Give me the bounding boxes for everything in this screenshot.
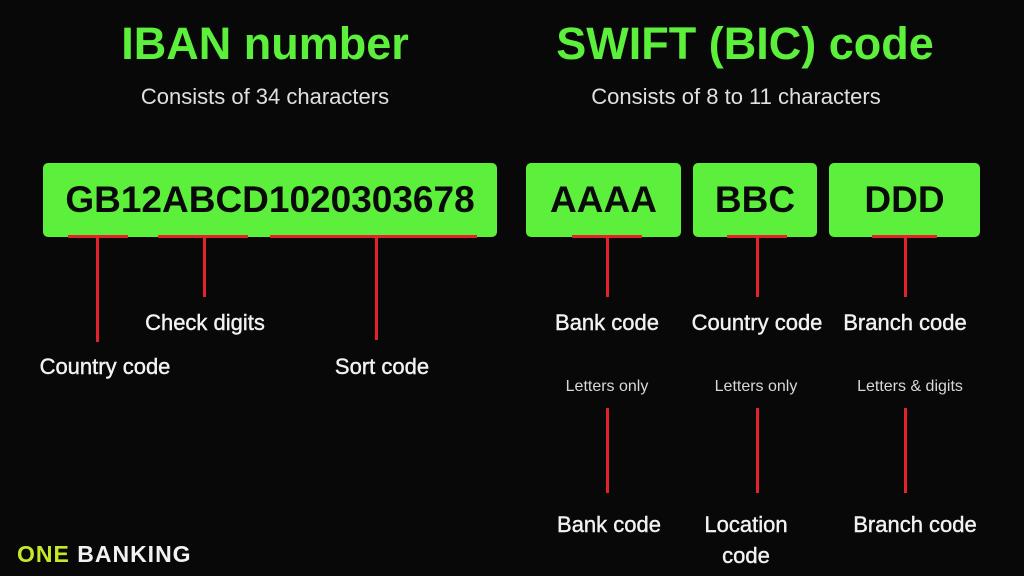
check-digits-connector [203,237,206,297]
branch-code-bottom-label: Branch code [853,512,977,537]
sort-code-underline [270,235,477,238]
branch-code-value: DDD [864,179,945,220]
branch-code-label: Branch code [843,310,967,335]
check-digits-underline [158,235,248,238]
iban-title: IBAN number [121,18,409,69]
logo-banking: BANKING [77,541,192,567]
bank-code-box: AAAA [526,163,681,237]
iban-code-box: GB12ABCD1020303678 [43,163,497,237]
iban-subtitle: Consists of 34 characters [140,84,390,109]
country-connector-bottom [756,408,759,493]
bank-code-bottom-label: Bank code [557,512,661,537]
iban-code: GB12ABCD1020303678 [65,179,475,220]
bank-code-value: AAAA [550,179,657,220]
location-code-label: Location code [704,512,788,568]
check-digits-label: Check digits [145,310,265,335]
country-code-label: Country code [39,354,171,379]
sort-code-connector [375,237,378,340]
country-code-value: BBC [714,179,796,220]
bank-code-label: Bank code [555,310,659,335]
swift-title: SWIFT (BIC) code [556,18,934,69]
branch-connector-top [904,237,907,297]
branch-code-note: Letters & digits [857,378,963,395]
branch-underline [872,235,937,238]
country-code-connector [96,237,99,342]
sort-code-label: Sort code [334,354,430,379]
country-code-note: Letters only [714,378,798,395]
branch-code-box: DDD [829,163,980,237]
bank-connector-bottom [606,408,609,493]
bank-code-note: Letters only [565,378,649,395]
swift-subtitle: Consists of 8 to 11 characters [591,84,881,109]
bank-connector-top [606,237,609,297]
bank-underline [572,235,642,238]
country-underline [727,235,787,238]
country-code-box: BBC [693,163,817,237]
country-connector-top [756,237,759,297]
one-banking-logo: ONE BANKING [17,541,192,568]
logo-one: ONE [17,541,70,567]
country-code-underline [68,235,128,238]
country-code-label-swift: Country code [691,310,823,335]
branch-connector-bottom [904,408,907,493]
